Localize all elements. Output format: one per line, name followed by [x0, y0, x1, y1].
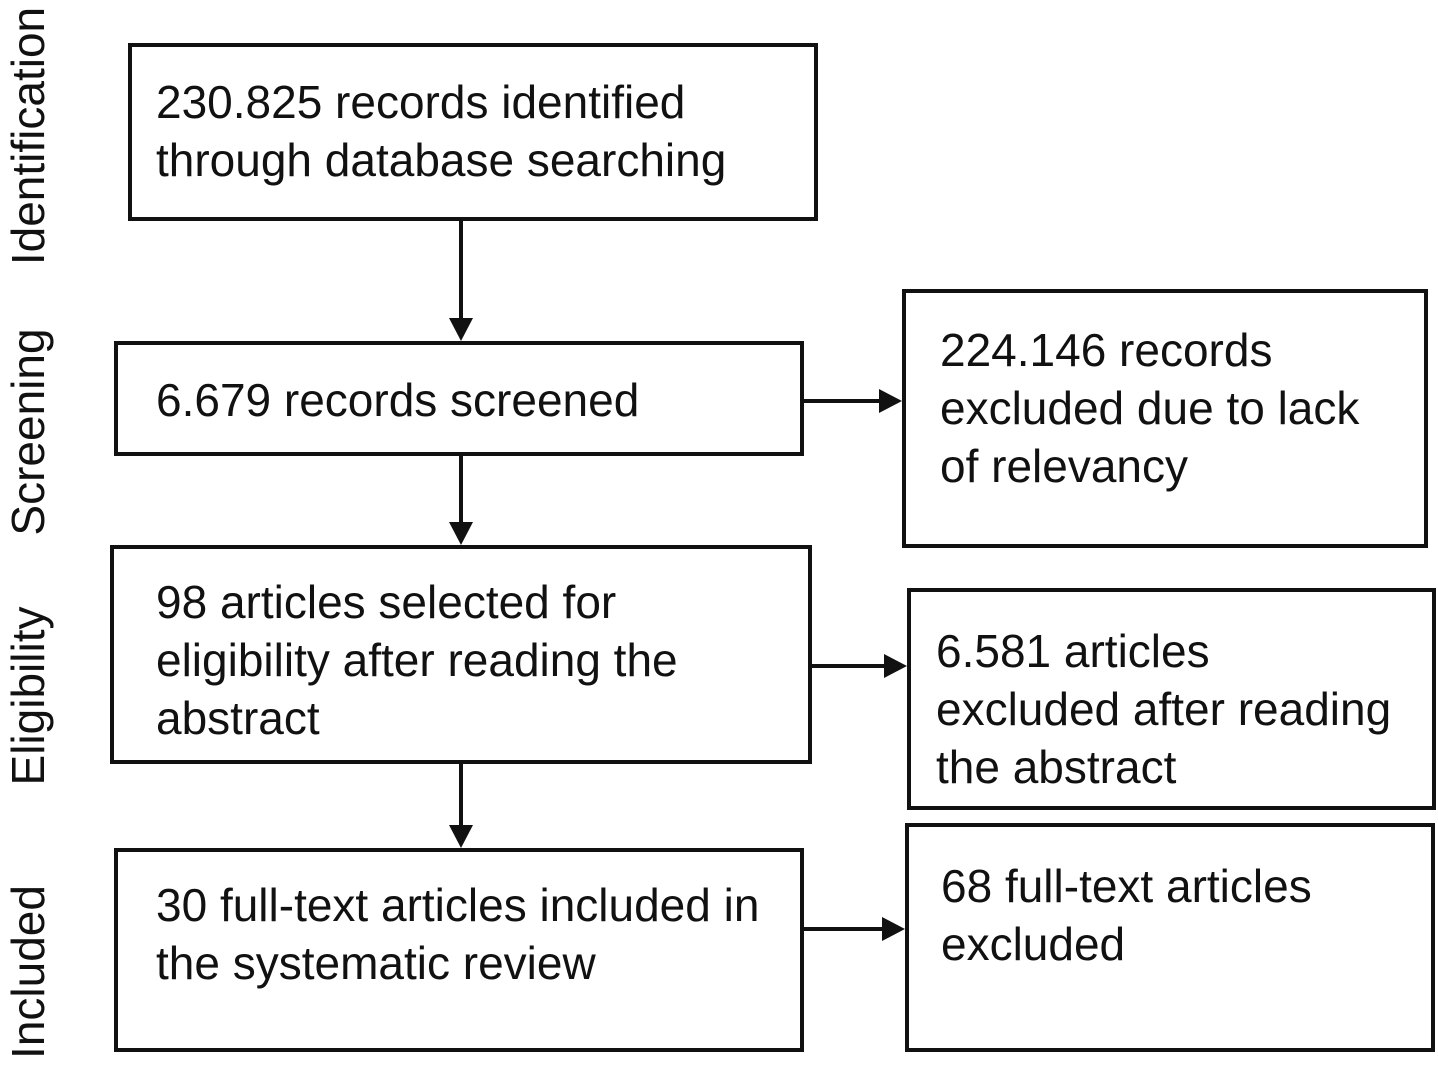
arrow-eligibility-to-exclusion [812, 654, 907, 678]
arrow-eligibility-to-included [449, 764, 473, 848]
arrow-screening-to-exclusion [804, 389, 902, 413]
stage-label-screening: Screening [2, 328, 54, 536]
screening-exclusion-box: 224.146 records excluded due to lack of … [902, 289, 1428, 548]
arrow-screening-to-eligibility [449, 456, 473, 545]
included-box: 30 full-text articles included in the sy… [114, 848, 804, 1052]
eligibility-box-text: 98 articles selected for eligibility aft… [156, 576, 678, 744]
fulltext-exclusion-text: 68 full-text articles excluded [941, 860, 1312, 970]
identification-box: 230.825 records identified through datab… [128, 43, 818, 221]
screening-box-text: 6.679 records screened [156, 374, 640, 426]
eligibility-exclusion-box: 6.581 articles excluded after reading th… [907, 588, 1436, 810]
arrow-included-to-exclusion [804, 917, 905, 941]
fulltext-exclusion-box: 68 full-text articles excluded [905, 823, 1435, 1052]
eligibility-box: 98 articles selected for eligibility aft… [110, 545, 812, 764]
included-box-text: 30 full-text articles included in the sy… [156, 879, 760, 989]
stage-label-identification: Identification [2, 6, 54, 266]
arrow-identification-to-screening [449, 221, 473, 341]
screening-box: 6.679 records screened [114, 341, 804, 456]
eligibility-exclusion-text: 6.581 articles excluded after reading th… [936, 625, 1392, 793]
stage-label-included: Included [2, 885, 54, 1059]
stage-label-eligibility: Eligibility [2, 606, 54, 786]
identification-box-text: 230.825 records identified through datab… [156, 76, 727, 186]
screening-exclusion-text: 224.146 records excluded due to lack of … [940, 324, 1360, 492]
